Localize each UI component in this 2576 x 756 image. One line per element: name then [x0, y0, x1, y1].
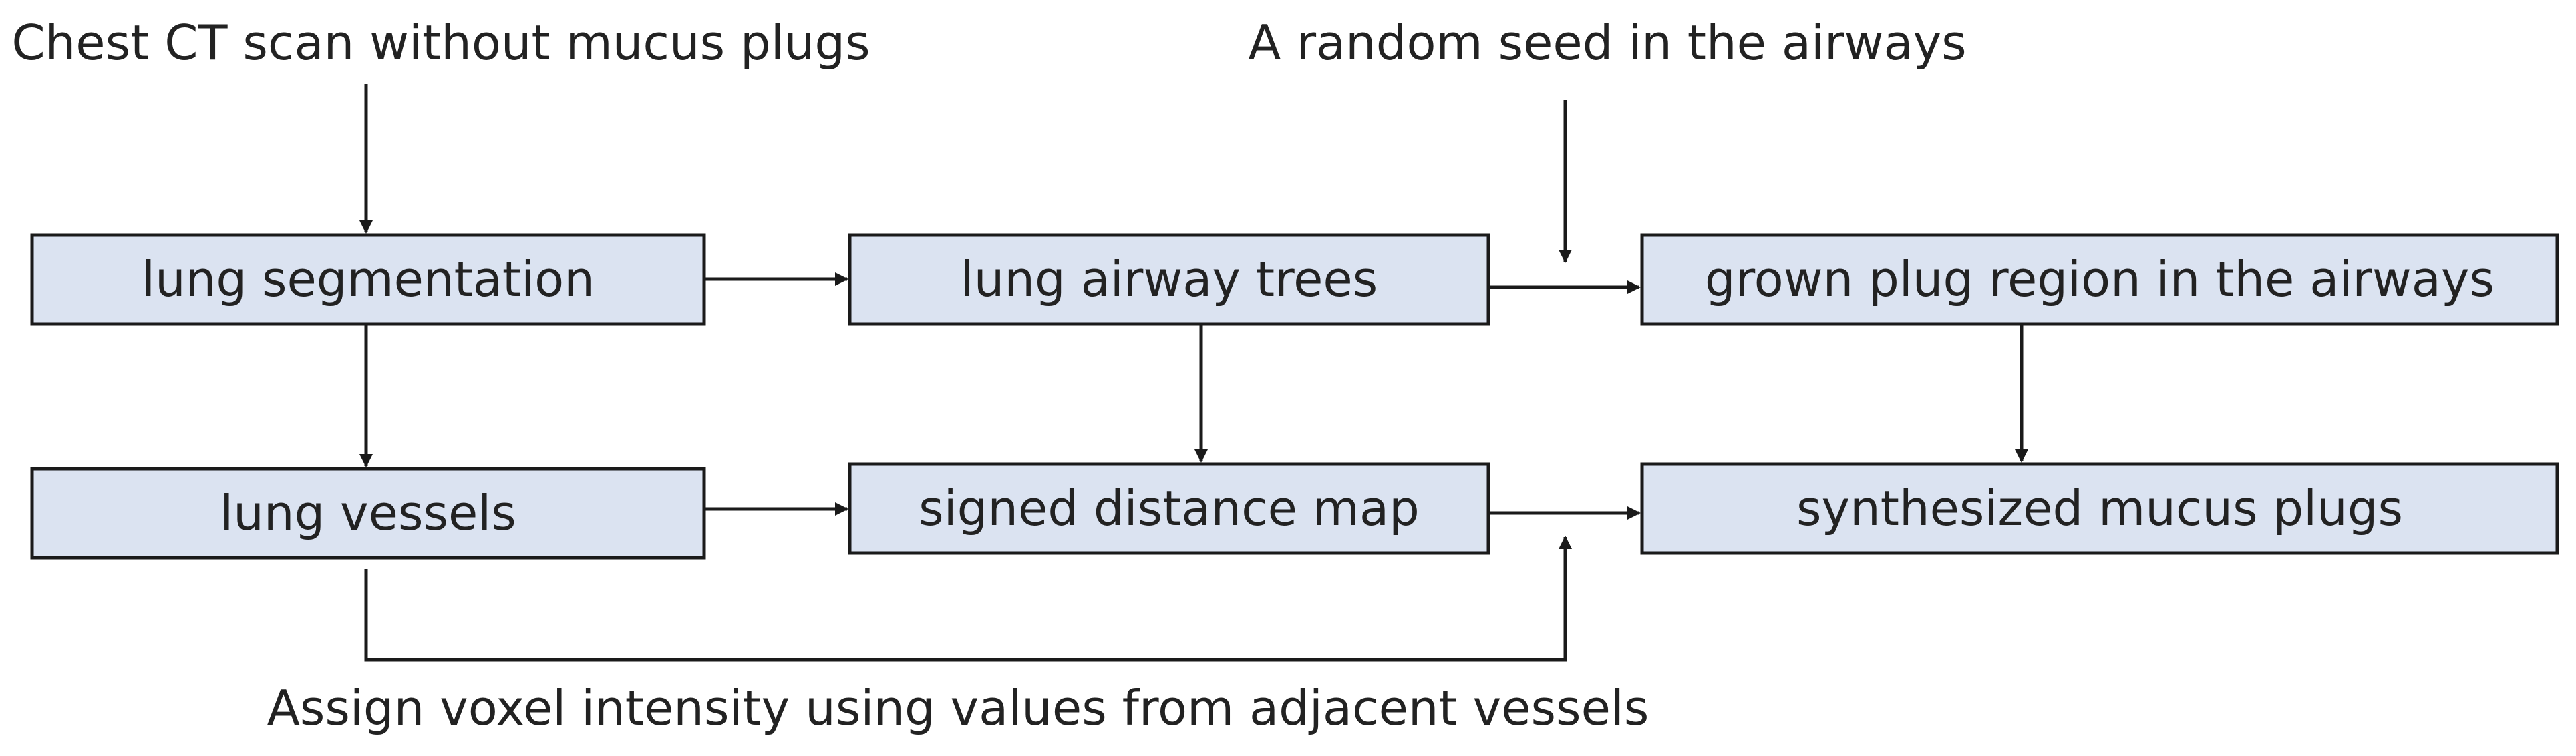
label-random-seed: A random seed in the airways [1248, 15, 1966, 71]
box-grown-plug-region-label: grown plug region in the airways [1705, 251, 2494, 307]
box-lung-vessels-label: lung vessels [220, 485, 516, 541]
box-lung-segmentation-label: lung segmentation [142, 251, 595, 307]
label-input-scan: Chest CT scan without mucus plugs [11, 15, 870, 71]
arrow-vessels-intensity-loop [364, 536, 1572, 662]
box-lung-segmentation: lung segmentation [30, 233, 706, 326]
box-synthesized-mucus-plugs-label: synthesized mucus plugs [1796, 480, 2403, 536]
box-signed-distance-map: signed distance map [848, 462, 1490, 555]
box-lung-airway-trees: lung airway trees [848, 233, 1490, 326]
box-lung-airway-trees-label: lung airway trees [961, 251, 1378, 307]
box-grown-plug-region: grown plug region in the airways [1640, 233, 2559, 326]
box-lung-vessels: lung vessels [30, 467, 706, 560]
label-assign-intensity: Assign voxel intensity using values from… [267, 680, 1649, 736]
box-synthesized-mucus-plugs: synthesized mucus plugs [1640, 462, 2559, 555]
box-signed-distance-map-label: signed distance map [919, 480, 1420, 536]
